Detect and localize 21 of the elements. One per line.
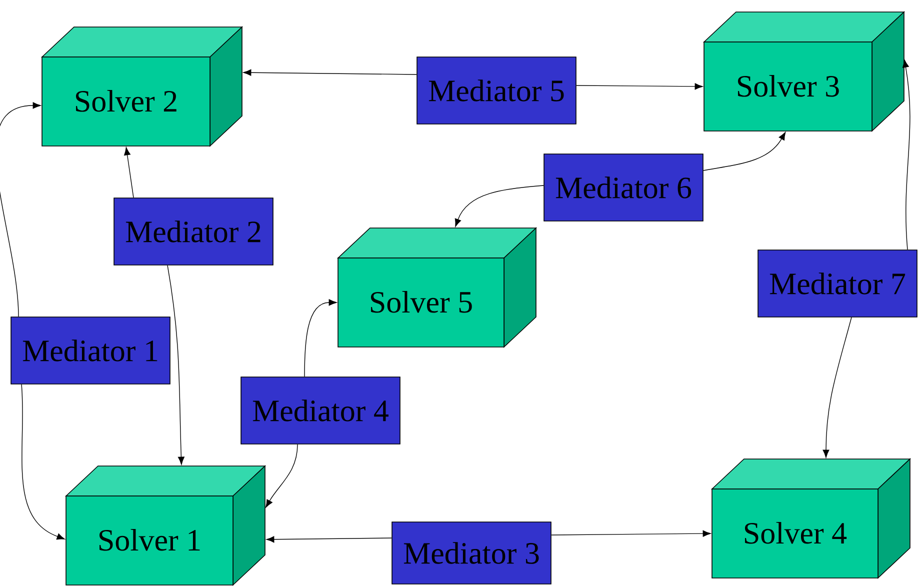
arrow bbox=[21, 384, 65, 540]
arrow bbox=[0, 102, 41, 317]
arrow bbox=[266, 444, 298, 508]
arrow bbox=[822, 317, 852, 458]
process-box: Mediator 4 bbox=[240, 376, 400, 444]
arrow bbox=[304, 299, 337, 377]
arrow bbox=[243, 69, 417, 76]
arrow bbox=[703, 132, 786, 171]
arrow bbox=[167, 265, 184, 465]
arrow bbox=[576, 83, 703, 90]
arrow bbox=[454, 185, 544, 227]
arrow bbox=[124, 147, 134, 198]
arrow bbox=[266, 536, 392, 543]
process-box: Mediator 1 bbox=[10, 316, 170, 384]
process-box: Mediator 2 bbox=[114, 198, 274, 266]
arrow bbox=[902, 60, 910, 250]
process-box: Mediator 5 bbox=[416, 56, 576, 124]
process-box: Mediator 3 bbox=[392, 522, 552, 584]
process-box: Mediator 6 bbox=[544, 154, 704, 222]
process-box: Mediator 7 bbox=[758, 250, 918, 318]
arrow bbox=[551, 530, 711, 537]
